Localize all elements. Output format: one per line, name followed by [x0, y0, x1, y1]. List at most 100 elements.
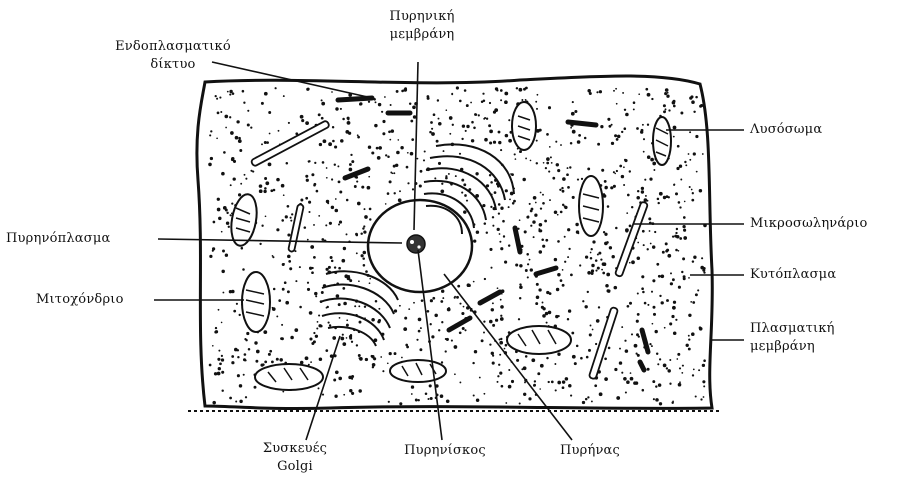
granule	[424, 150, 426, 152]
granule	[358, 280, 360, 282]
granule	[243, 102, 245, 104]
granule	[572, 101, 574, 103]
granule	[252, 171, 254, 173]
granule	[434, 314, 437, 317]
granule	[652, 279, 655, 282]
granule	[621, 131, 623, 133]
granule	[474, 350, 477, 353]
granule	[659, 295, 661, 297]
granule	[643, 151, 645, 153]
granule	[590, 325, 592, 327]
granule	[376, 147, 379, 150]
granule	[465, 130, 467, 132]
granule	[572, 130, 576, 134]
granule	[221, 172, 225, 176]
granule	[393, 172, 395, 174]
granule	[519, 402, 521, 404]
granule	[561, 187, 563, 189]
granule	[481, 339, 484, 342]
granule	[535, 202, 537, 204]
granule	[387, 362, 389, 364]
granule	[643, 138, 645, 140]
granule	[403, 327, 407, 331]
granule	[364, 305, 366, 307]
granule	[281, 219, 284, 222]
granule	[299, 306, 302, 309]
granule	[313, 332, 315, 334]
granule	[647, 248, 649, 250]
granule	[489, 343, 491, 345]
granule	[466, 104, 469, 107]
granule	[409, 102, 411, 104]
granule	[682, 257, 685, 260]
granule	[499, 341, 503, 345]
granule	[644, 302, 647, 305]
granule	[624, 109, 626, 111]
label-golgi: Συσκευές Golgi	[230, 440, 360, 476]
granule	[655, 330, 658, 333]
granule	[545, 167, 547, 169]
granule	[346, 319, 348, 321]
granule	[400, 146, 403, 149]
granule	[508, 369, 510, 371]
granule	[590, 257, 593, 260]
granule	[215, 327, 217, 329]
granule	[231, 355, 234, 358]
granule	[382, 370, 384, 372]
granule	[502, 220, 505, 223]
granule	[463, 210, 466, 213]
granule	[281, 337, 284, 340]
granule	[398, 198, 402, 202]
granule	[208, 163, 212, 167]
granule	[508, 206, 510, 208]
granule	[536, 140, 538, 142]
granule	[468, 284, 471, 287]
granule	[380, 356, 382, 358]
granule	[616, 170, 618, 172]
granule	[345, 130, 349, 134]
granule	[270, 189, 273, 192]
granule	[566, 173, 569, 176]
granule	[596, 319, 600, 323]
granule	[702, 153, 704, 155]
granule	[689, 159, 691, 161]
granule	[495, 319, 498, 322]
granule	[504, 348, 506, 350]
granule	[691, 332, 695, 336]
granule	[218, 309, 220, 311]
granule	[254, 386, 257, 389]
granule	[613, 90, 615, 92]
granule	[587, 167, 590, 170]
granule	[623, 377, 627, 381]
granule	[699, 189, 702, 192]
granule	[308, 211, 310, 213]
granule	[526, 216, 529, 219]
granule	[660, 274, 664, 278]
granule	[688, 314, 691, 317]
granule	[411, 385, 414, 388]
label-nucleoplasm: Πυρηνόπλασμα	[6, 230, 110, 248]
granule	[689, 131, 691, 133]
granule	[601, 269, 603, 271]
granule	[621, 372, 623, 374]
granule	[438, 162, 441, 165]
granule	[653, 169, 655, 171]
granule	[600, 125, 603, 128]
granule	[693, 152, 696, 155]
granule	[387, 156, 390, 159]
granule	[546, 133, 549, 136]
granule	[675, 232, 677, 234]
granule	[636, 320, 639, 323]
granule	[261, 225, 263, 227]
granule	[567, 186, 570, 189]
granule	[473, 127, 476, 130]
granule	[213, 221, 216, 224]
granule	[364, 208, 366, 210]
granule	[330, 256, 333, 259]
granule	[247, 123, 250, 126]
granule	[539, 250, 542, 253]
label-nuclear-membrane: Πυρηνική μεμβράνη	[352, 8, 492, 44]
granule	[677, 145, 680, 148]
granule	[471, 139, 474, 142]
granule	[703, 396, 705, 398]
